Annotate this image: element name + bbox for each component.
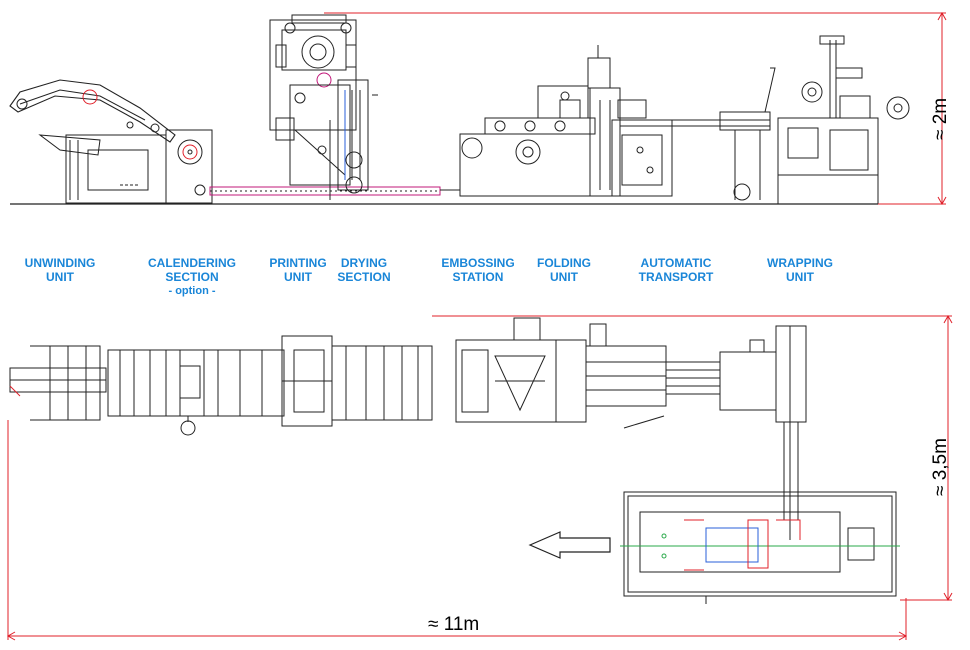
- width-dimension-line: [432, 314, 953, 602]
- length-dimension-line: [6, 420, 908, 641]
- side-printing-unit: [269, 14, 363, 200]
- top-printing-unit: [203, 335, 333, 427]
- side-drying-section: [337, 79, 378, 191]
- side-view: [9, 14, 910, 205]
- side-embossing-station: [440, 85, 596, 197]
- height-dimension-line: [324, 11, 947, 206]
- top-wrapping-unit: [620, 325, 900, 604]
- top-embossing-station: [455, 317, 587, 423]
- top-view: [9, 317, 900, 604]
- length-dimension-text: ≈ 11m: [428, 614, 480, 635]
- top-automatic-transport: [666, 339, 777, 411]
- top-drying-section: [331, 345, 433, 421]
- side-unwinding-unit: [9, 79, 213, 204]
- flow-direction-arrow-icon: [528, 531, 611, 559]
- top-unwinding-unit: [9, 345, 107, 421]
- side-wrapping-unit: [764, 35, 910, 205]
- side-automatic-transport: [620, 111, 771, 201]
- height-dimension-text: ≈ 2m: [930, 97, 951, 140]
- side-folding-unit: [587, 45, 673, 197]
- top-folding-unit: [585, 323, 667, 429]
- label-calendering-option: - option -: [168, 285, 216, 297]
- top-calendering-section: [107, 349, 205, 436]
- width-dimension-text: ≈ 3,5m: [930, 438, 951, 496]
